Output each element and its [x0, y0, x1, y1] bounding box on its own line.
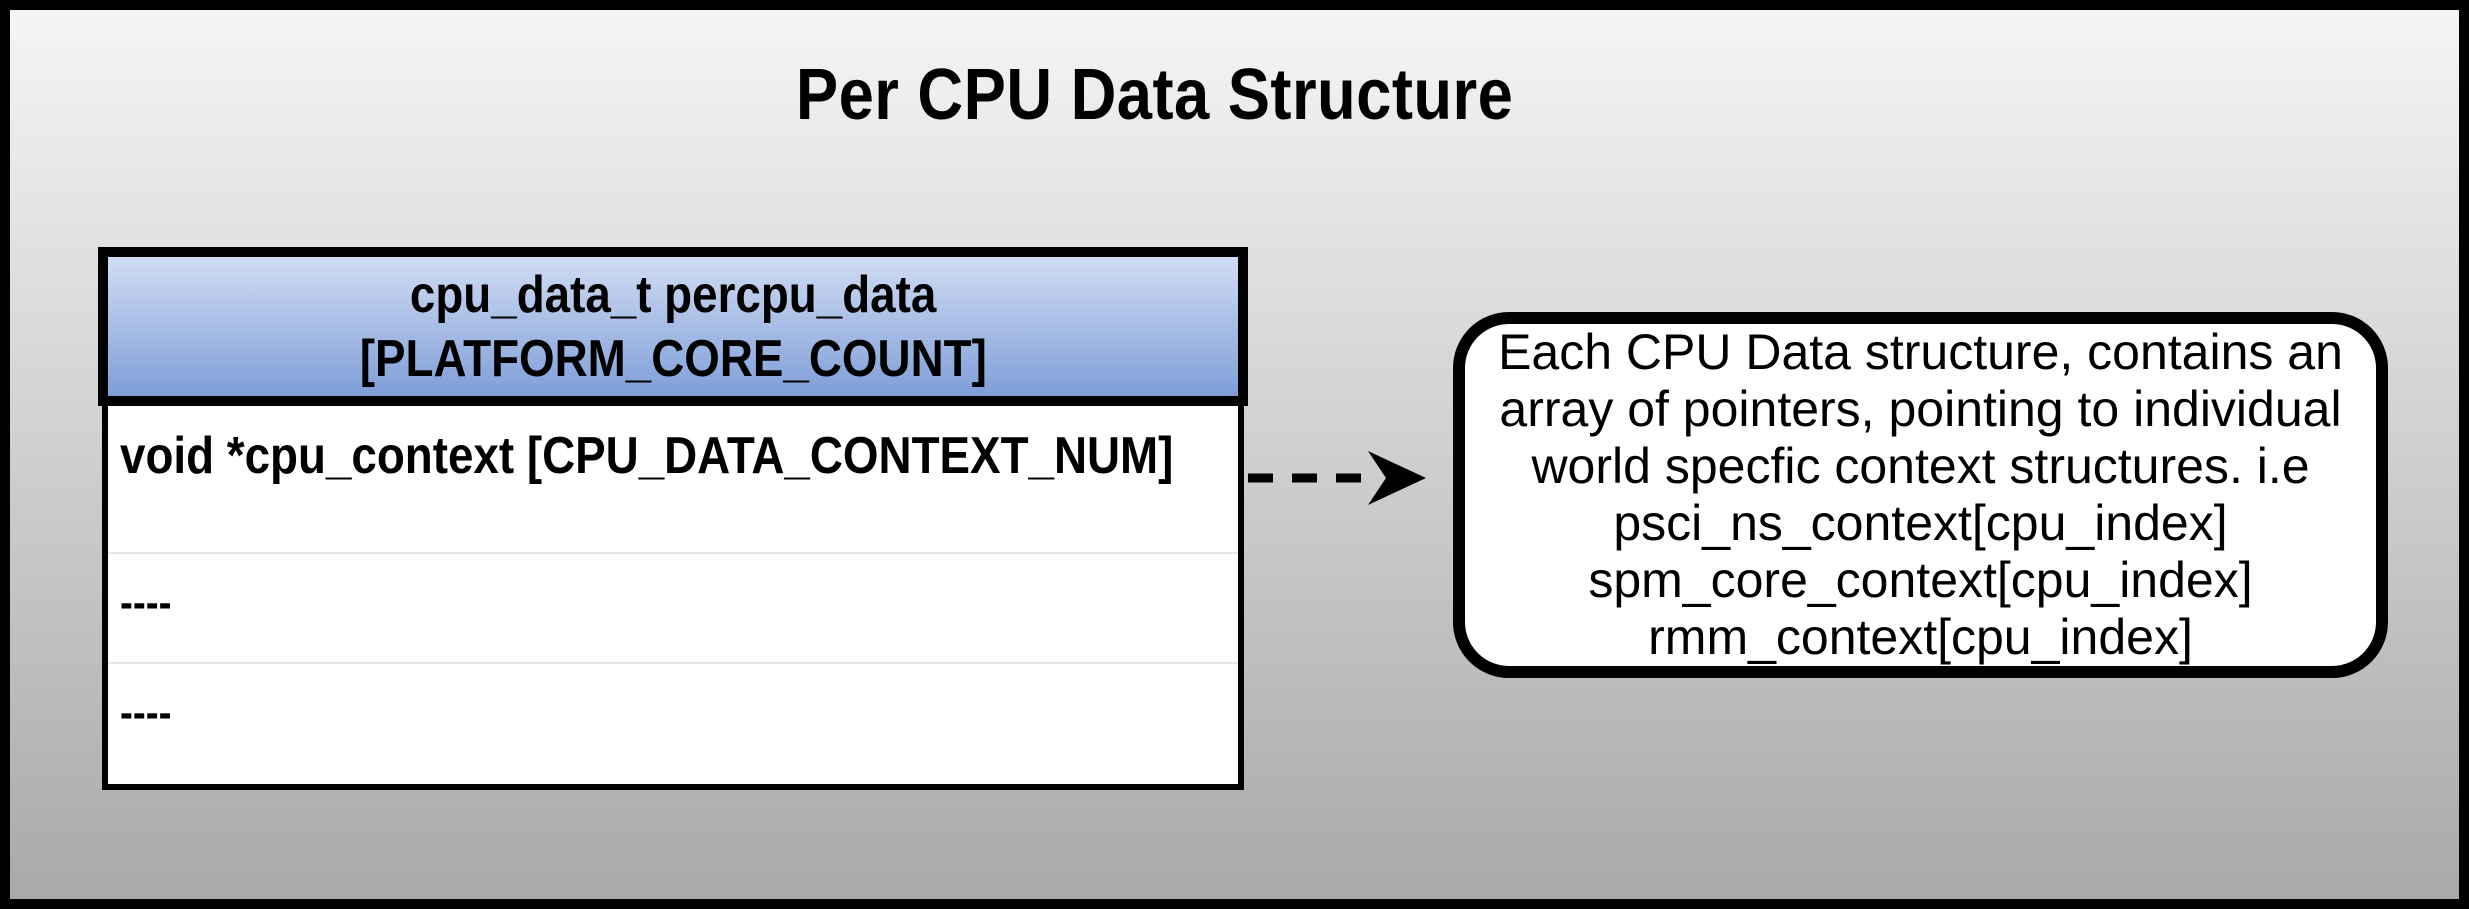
callout-line: psci_ns_context[cpu_index] [1613, 495, 2228, 551]
callout-line: Each CPU Data structure, contains an [1498, 324, 2343, 380]
table-row-placeholder-2: ---- [108, 662, 1238, 784]
table-row-cpu-context: void *cpu_context [CPU_DATA_CONTEXT_NUM] [108, 406, 1238, 552]
dashed-arrow [1248, 451, 1426, 505]
row-label: void *cpu_context [CPU_DATA_CONTEXT_NUM] [120, 427, 1174, 485]
page-title-text: Per CPU Data Structure [796, 55, 1514, 135]
table-row-placeholder-1: ---- [108, 552, 1238, 662]
table-header-line2: [PLATFORM_CORE_COUNT] [359, 329, 987, 388]
row-label: ---- [120, 688, 172, 737]
arrow-head [1368, 451, 1426, 505]
annotation-callout: Each CPU Data structure, contains an arr… [1453, 312, 2388, 678]
callout-line: world specfic context structures. i.e [1531, 438, 2310, 494]
table-header-line1: cpu_data_t percpu_data [409, 265, 937, 324]
table-header: cpu_data_t percpu_data [PLATFORM_CORE_CO… [98, 247, 1248, 406]
callout-line: spm_core_context[cpu_index] [1588, 552, 2253, 608]
table-body: void *cpu_context [CPU_DATA_CONTEXT_NUM]… [102, 406, 1244, 790]
callout-line: array of pointers, pointing to individua… [1499, 381, 2342, 437]
callout-line: rmm_context[cpu_index] [1648, 609, 2193, 665]
cpu-data-struct-table: cpu_data_t percpu_data [PLATFORM_CORE_CO… [98, 247, 1248, 790]
row-label: ---- [120, 578, 172, 627]
page-title: Per CPU Data Structure [10, 54, 2300, 136]
